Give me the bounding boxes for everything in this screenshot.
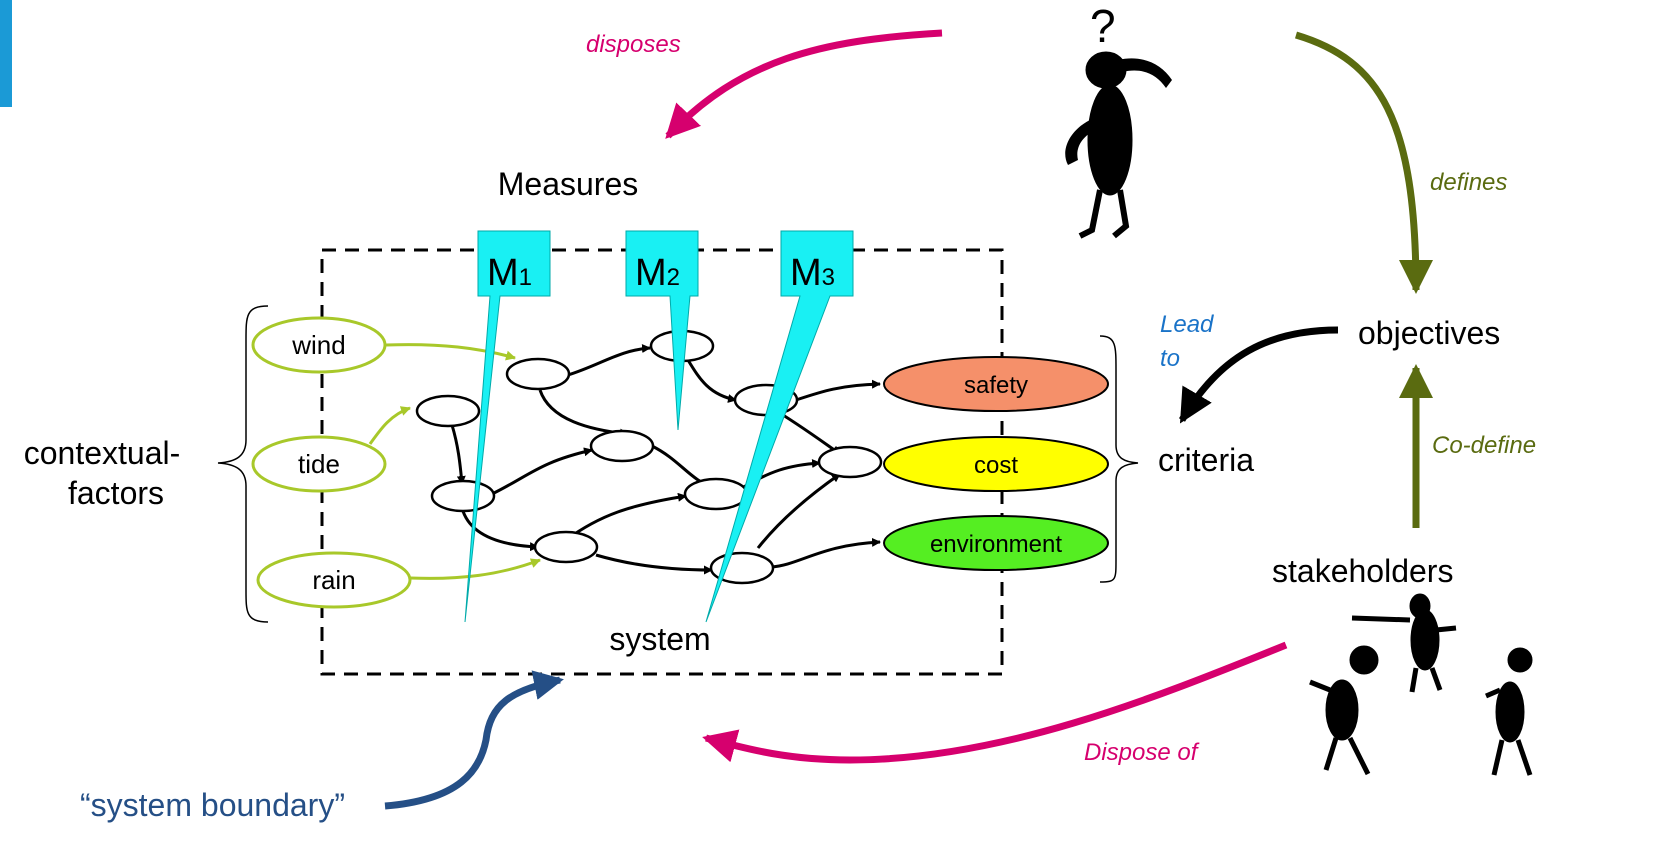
measure-m2-label: M2 (635, 252, 680, 294)
measure-m1-label: M1 (487, 252, 532, 294)
svg-text:?: ? (1090, 0, 1116, 52)
stakeholders-figures (1309, 593, 1533, 776)
criterion-environment-ellipse (883, 515, 1109, 571)
criterion-cost-label: cost (974, 452, 1018, 479)
network-node (817, 445, 883, 479)
factor-tide-ellipse (251, 435, 387, 493)
lead-to-arrow (1178, 326, 1339, 424)
factor-rain-label: rain (312, 565, 355, 595)
objectives-label: objectives (1358, 315, 1500, 351)
network-node (533, 530, 599, 564)
decision-maker-figure: ? (1065, 0, 1172, 239)
contextual-factors-label-line2: factors (68, 475, 164, 511)
factor-ellipses (251, 316, 412, 609)
measure-m2-callout: M2 (625, 230, 699, 431)
measure-m3-label: M3 (790, 252, 835, 294)
dispose-of-arrow (702, 641, 1288, 764)
system-boundary-label: “system boundary” (80, 787, 345, 823)
network-node (415, 394, 481, 428)
disposes-label: disposes (586, 31, 681, 58)
slide-accent-bar (0, 0, 12, 107)
measure-m1-callout: M1 (464, 230, 551, 623)
disposes-arrow (665, 29, 943, 139)
criterion-safety-label: safety (964, 372, 1028, 399)
network-node (430, 479, 496, 513)
network-node (589, 429, 655, 463)
lead-to-label-line1: Lead (1160, 311, 1214, 338)
measure-m3-callout: M3 (705, 230, 854, 623)
stakeholders-label: stakeholders (1272, 553, 1453, 589)
criteria-brace (1099, 335, 1139, 583)
criterion-cost-ellipse (883, 436, 1109, 492)
defines-arrow (1294, 31, 1433, 294)
factor-edges (368, 343, 541, 580)
defines-label: defines (1430, 169, 1507, 196)
factor-tide-label: tide (298, 449, 340, 479)
factor-wind-ellipse (251, 316, 387, 374)
network-nodes (415, 329, 883, 585)
criterion-safety-ellipse (883, 356, 1109, 412)
co-define-label: Co-define (1432, 432, 1536, 459)
criterion-environment-label: environment (930, 531, 1062, 558)
lead-to-label-line2: to (1160, 345, 1180, 372)
network-node (505, 357, 571, 391)
measures-title: Measures (498, 166, 639, 202)
context-brace (217, 305, 269, 623)
network-node (683, 477, 749, 511)
criteria-label: criteria (1158, 442, 1254, 478)
system-label: system (609, 621, 710, 657)
factor-rain-ellipse (256, 551, 412, 609)
dispose-of-label: Dispose of (1084, 739, 1200, 766)
factor-wind-label: wind (291, 330, 345, 360)
contextual-factors-label-line1: contextual- (24, 435, 181, 471)
system-boundary-pointer-arrow (384, 670, 564, 810)
